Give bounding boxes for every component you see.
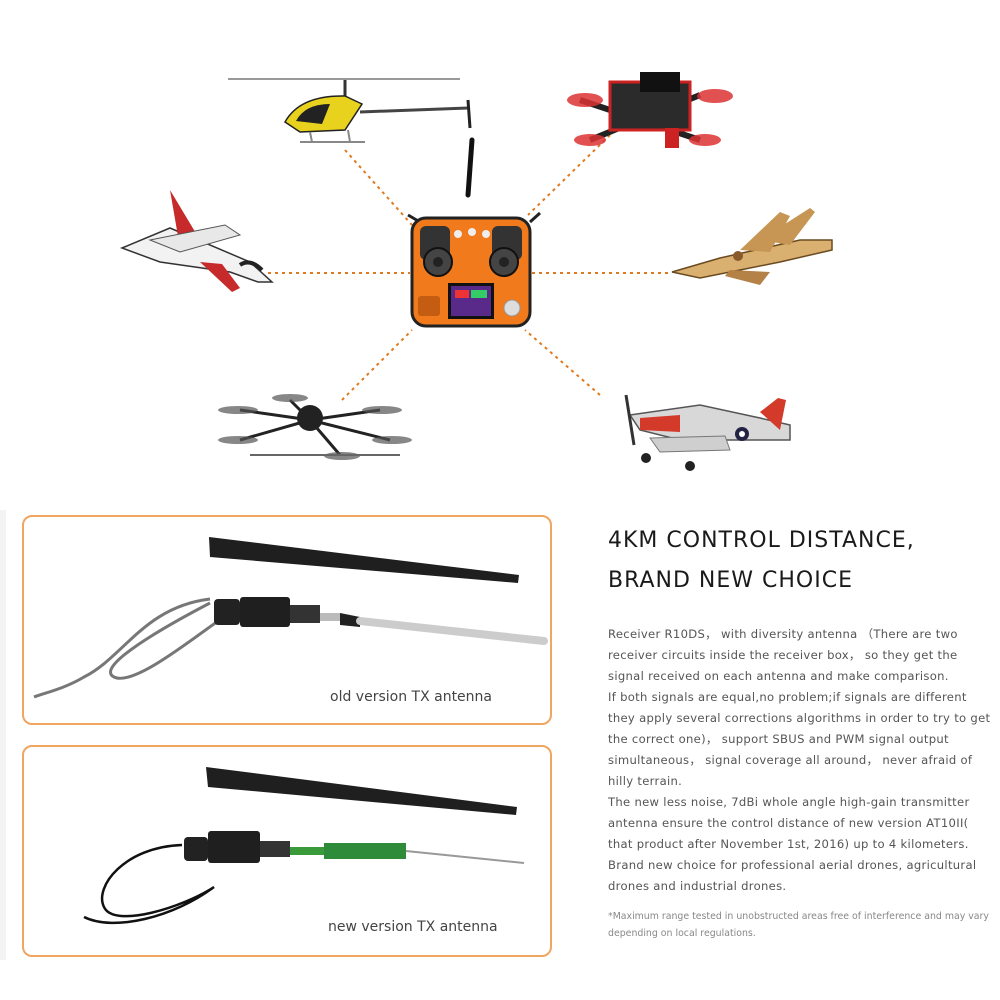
connector-helicopter <box>344 149 413 226</box>
old-antenna-image <box>33 537 548 699</box>
racing-drone-image <box>567 72 733 148</box>
old-antenna-panel: old version TX antenna <box>22 515 552 725</box>
new-antenna-image <box>83 767 525 925</box>
range-footnote: *Maximum range tested in unobstructed ar… <box>608 911 989 939</box>
connector-warbird <box>524 329 601 396</box>
connector-hexacopter <box>341 329 413 401</box>
headline-line-1: 4KM CONTROL DISTANCE, <box>608 528 915 553</box>
description-paragraph-3: The new less noise, 7dBi whole angle hig… <box>608 795 970 851</box>
helicopter-image <box>228 78 472 143</box>
headline-line-2: BRAND NEW CHOICE <box>608 568 854 593</box>
description-paragraph-4: Brand new choice for professional aerial… <box>608 858 977 893</box>
compatibility-diagram <box>119 72 833 471</box>
new-antenna-panel: new version TX antenna <box>22 745 552 957</box>
connector-lines <box>268 134 668 401</box>
old-antenna-caption: old version TX antenna <box>330 689 492 705</box>
rc-transmitter-image <box>407 137 542 328</box>
new-antenna-caption: new version TX antenna <box>328 919 498 935</box>
hexacopter-image <box>218 394 412 460</box>
sport-jet-image <box>119 190 274 292</box>
warbird-plane-image <box>624 394 791 471</box>
description-paragraph-2: If both signals are equal,no problem;if … <box>608 690 991 788</box>
connector-racing-drone <box>527 134 611 216</box>
left-edge-strip <box>0 510 6 960</box>
product-description: Receiver R10DS， with diversity antenna （… <box>608 624 994 897</box>
description-paragraph-1: Receiver R10DS， with diversity antenna （… <box>608 627 958 683</box>
fighter-jet-image <box>671 208 833 285</box>
